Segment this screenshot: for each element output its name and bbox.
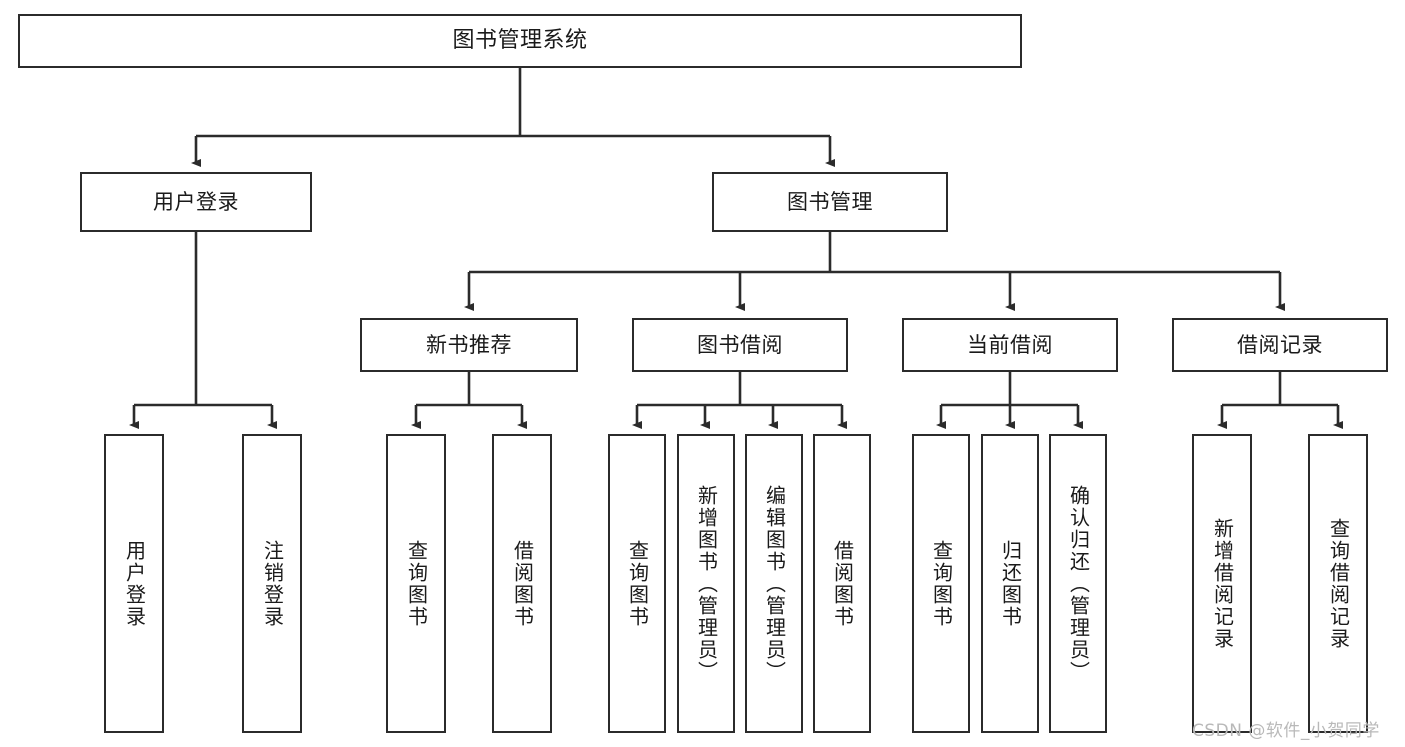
node-borrowing-record[interactable]: 借阅记录 — [1172, 318, 1388, 372]
leaf-query-borrowing-record[interactable]: 查询借阅记录 — [1308, 434, 1368, 733]
node-label: 新增图书（管理员） — [694, 484, 719, 683]
leaf-user-login[interactable]: 用户登录 — [104, 434, 164, 733]
node-user-login[interactable]: 用户登录 — [80, 172, 312, 232]
node-current-borrowing[interactable]: 当前借阅 — [902, 318, 1118, 372]
node-label: 查询图书 — [625, 539, 650, 628]
leaf-borrow-book-borrowing[interactable]: 借阅图书 — [813, 434, 871, 733]
node-label: 用户登录 — [153, 189, 239, 214]
leaf-add-book-admin[interactable]: 新增图书（管理员） — [677, 434, 735, 733]
node-book-management[interactable]: 图书管理 — [712, 172, 948, 232]
leaf-query-book-recommendation[interactable]: 查询图书 — [386, 434, 446, 733]
node-label: 查询图书 — [404, 539, 429, 628]
leaf-edit-book-admin[interactable]: 编辑图书（管理员） — [745, 434, 803, 733]
node-label: 借阅记录 — [1237, 332, 1323, 357]
leaf-user-logout[interactable]: 注销登录 — [242, 434, 302, 733]
node-label: 确认归还（管理员） — [1066, 484, 1091, 683]
leaf-query-book-current[interactable]: 查询图书 — [912, 434, 970, 733]
node-label: 新增借阅记录 — [1210, 517, 1235, 650]
node-new-book-recommendation[interactable]: 新书推荐 — [360, 318, 578, 372]
leaf-borrow-book-recommendation[interactable]: 借阅图书 — [492, 434, 552, 733]
node-root-book-management-system[interactable]: 图书管理系统 — [18, 14, 1022, 68]
node-label: 当前借阅 — [967, 332, 1053, 357]
node-label: 归还图书 — [998, 539, 1023, 628]
node-label: 用户登录 — [122, 539, 147, 628]
node-label: 查询图书 — [929, 539, 954, 628]
leaf-query-book-borrowing[interactable]: 查询图书 — [608, 434, 666, 733]
node-label: 编辑图书（管理员） — [762, 484, 787, 683]
node-label: 借阅图书 — [510, 539, 535, 628]
node-label: 查询借阅记录 — [1326, 517, 1351, 650]
node-label: 图书借阅 — [697, 332, 783, 357]
leaf-confirm-return-admin[interactable]: 确认归还（管理员） — [1049, 434, 1107, 733]
node-label: 注销登录 — [260, 539, 285, 628]
node-label: 图书管理 — [787, 189, 873, 214]
node-label: 图书管理系统 — [452, 28, 588, 54]
watermark-text: CSDN @软件_小贺同学 — [1192, 721, 1380, 741]
node-label: 新书推荐 — [426, 332, 512, 357]
node-book-borrowing[interactable]: 图书借阅 — [632, 318, 848, 372]
leaf-return-book[interactable]: 归还图书 — [981, 434, 1039, 733]
node-label: 借阅图书 — [830, 539, 855, 628]
leaf-add-borrowing-record[interactable]: 新增借阅记录 — [1192, 434, 1252, 733]
